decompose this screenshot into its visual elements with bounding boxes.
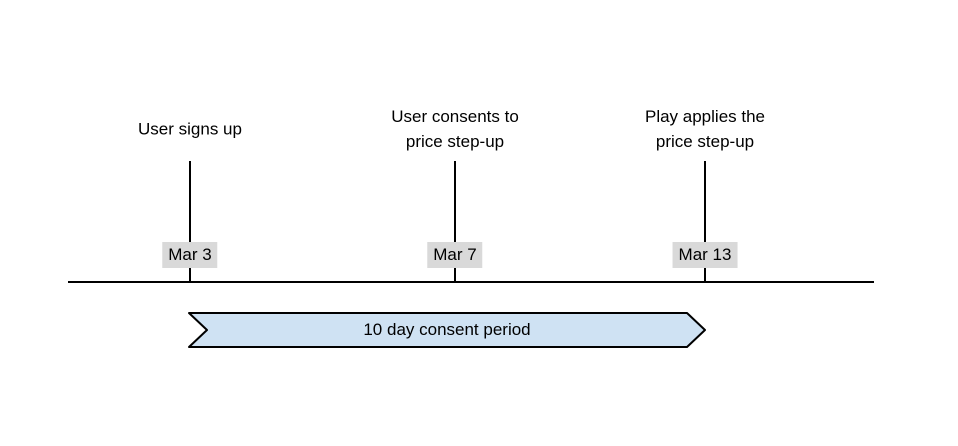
event-tick-line [704, 161, 706, 283]
event-date-label: Mar 13 [672, 242, 738, 268]
event-tick-line [189, 161, 191, 283]
consent-period-banner-shape [188, 312, 706, 348]
event-title: User signs up [138, 119, 242, 139]
event-title: Play applies the price step-up [644, 107, 766, 151]
timeline-axis [68, 281, 874, 283]
consent-period-label: 10 day consent period [363, 320, 531, 339]
event-date-label: Mar 3 [162, 242, 218, 268]
event-tick-line [454, 161, 456, 283]
event-date-label: Mar 7 [427, 242, 483, 268]
event-title: User consents to price step-up [391, 107, 519, 151]
